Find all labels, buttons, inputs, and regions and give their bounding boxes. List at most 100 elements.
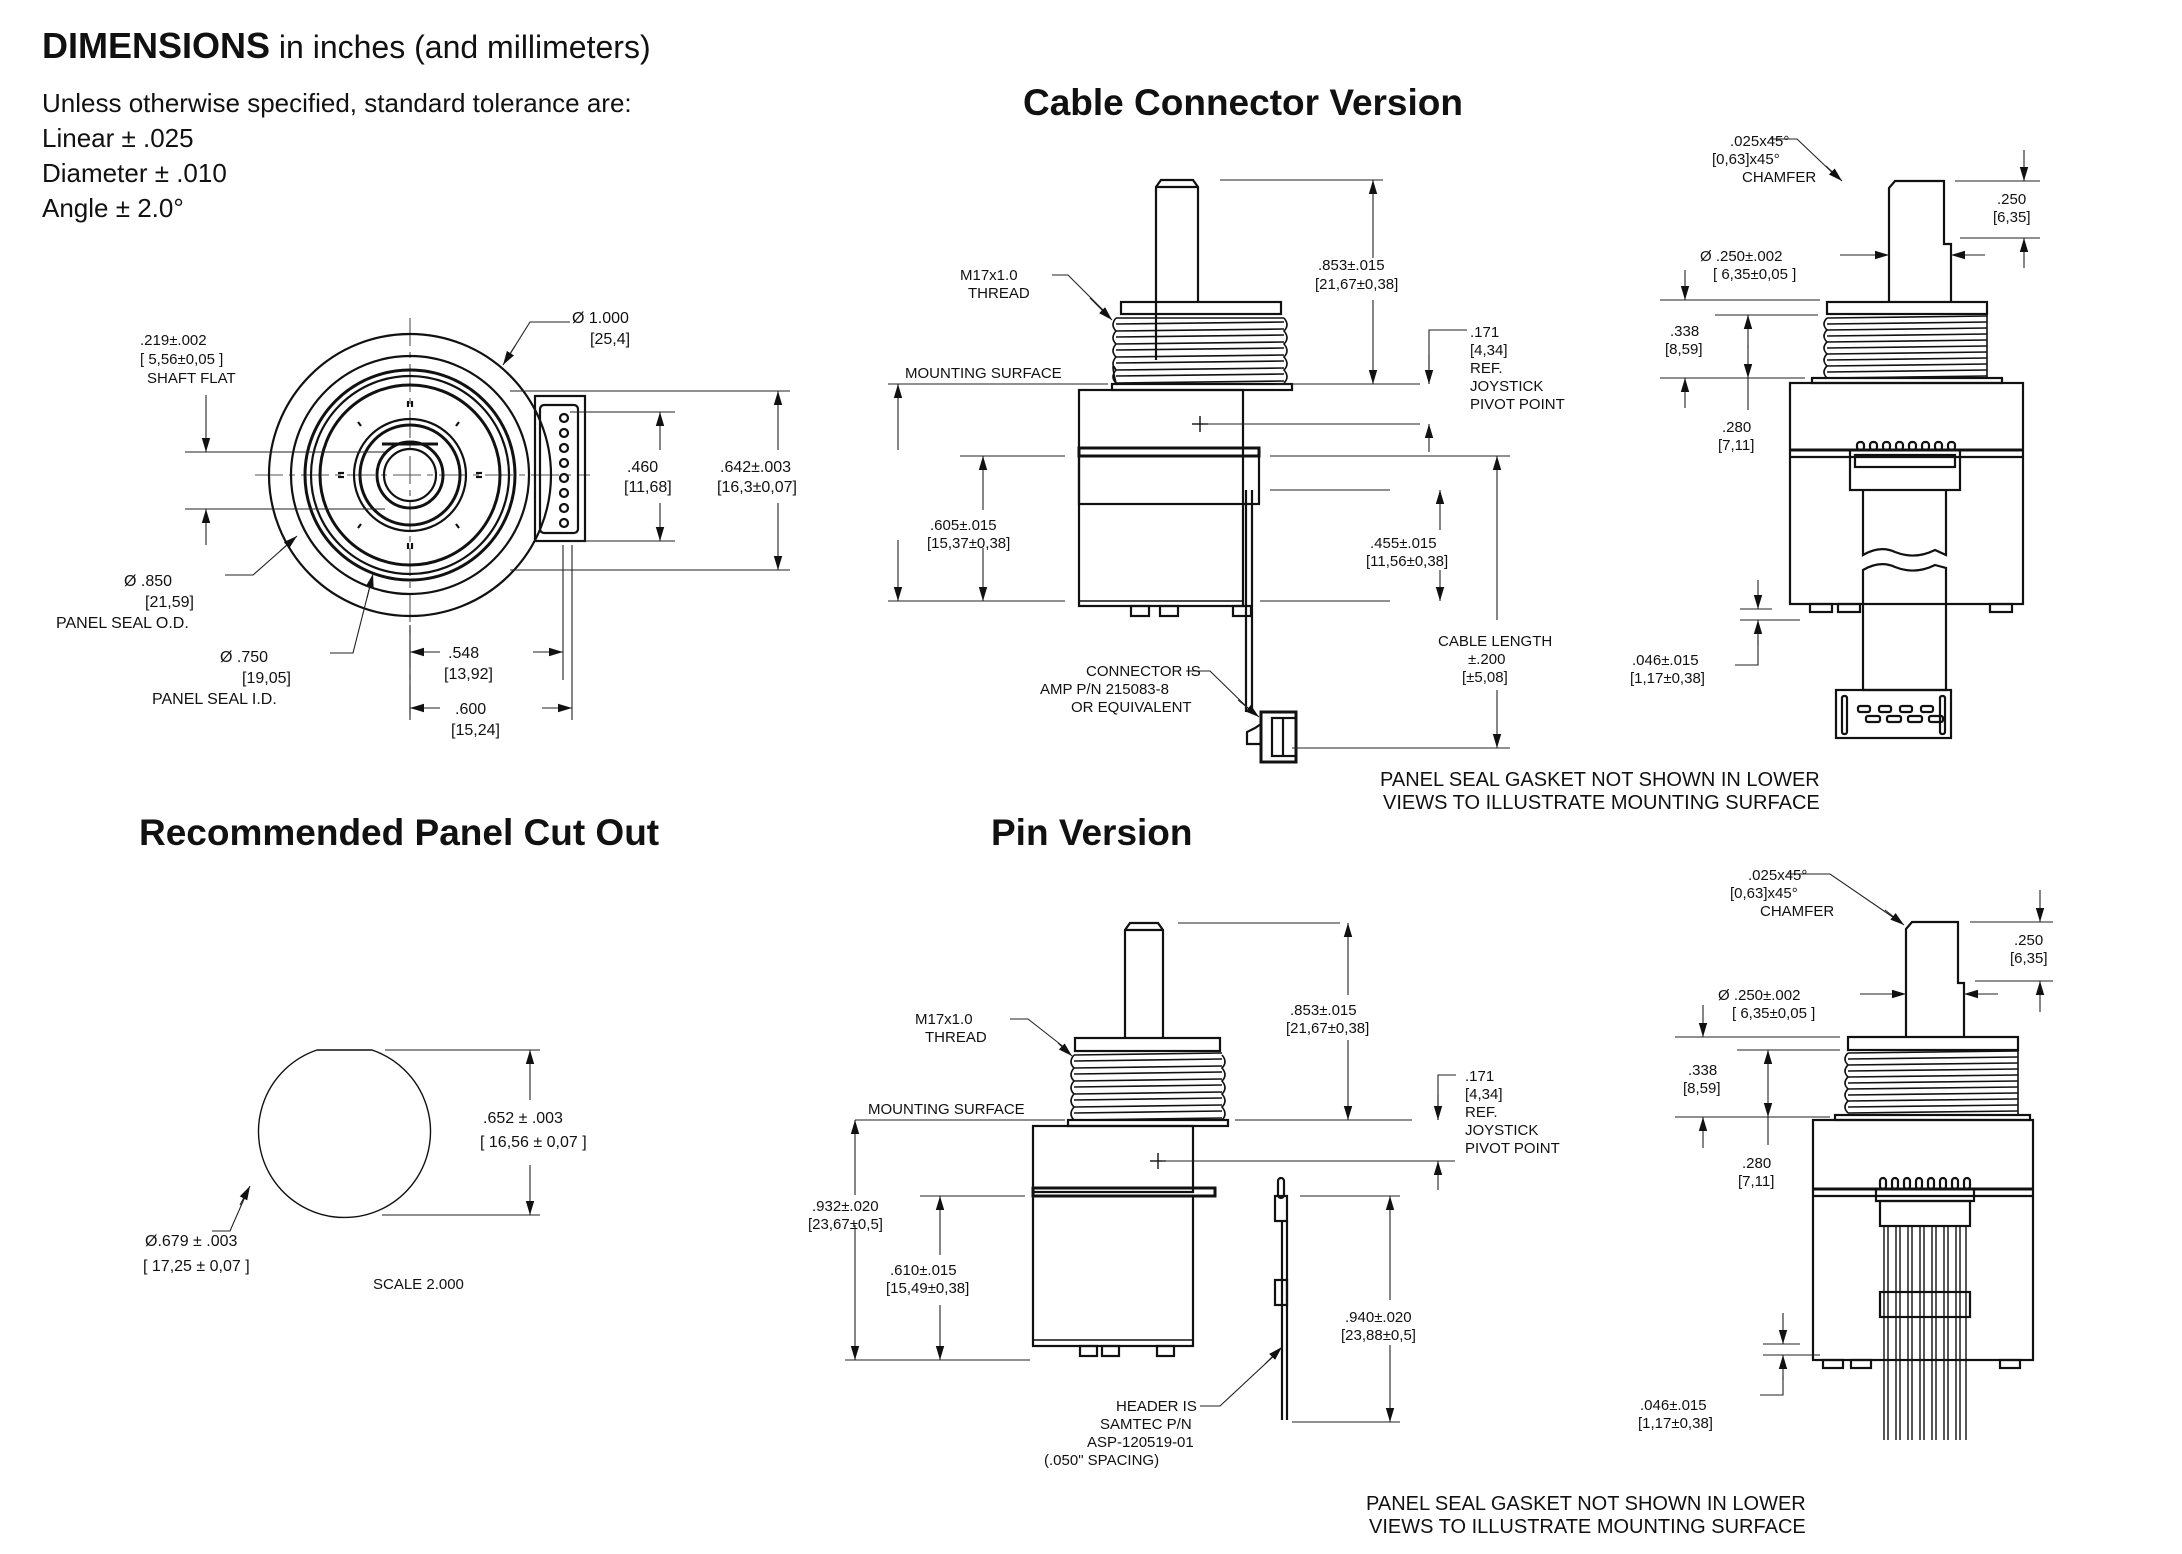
pin-foot-dim: .046±.015 xyxy=(1640,1397,1707,1414)
ribbon-connector xyxy=(1834,688,1953,740)
body-lower xyxy=(1077,454,1245,608)
pin-shaft-dia-dim: Ø .250±.002 xyxy=(1718,987,1800,1004)
collar-dim: .280 xyxy=(1722,419,1751,436)
leader-line xyxy=(1735,640,1759,666)
pin-dim-932: .932±.020 xyxy=(812,1198,879,1215)
side-cable-clamp-inner xyxy=(1853,453,1957,469)
pin-side-pins xyxy=(1883,1226,1967,1440)
body-upper xyxy=(1077,388,1245,458)
pin-collar-dim: .280 xyxy=(1742,1155,1771,1172)
dim-460-mm: [11,68] xyxy=(624,479,672,496)
pin-pivot-label-1: JOYSTICK xyxy=(1465,1122,1538,1139)
dim-600-mm: [15,24] xyxy=(451,722,500,739)
header-label-4: (.050" SPACING) xyxy=(1044,1452,1159,1469)
cable-length-label: CABLE LENGTH xyxy=(1438,633,1552,650)
connector-latch xyxy=(1245,723,1262,746)
leader-line xyxy=(225,537,296,576)
pin-side-header-body xyxy=(1878,1199,1972,1228)
body-ring xyxy=(309,374,511,576)
boot-ring xyxy=(352,417,468,533)
leader-arrow xyxy=(1237,699,1260,718)
panel-seal-id-label: PANEL SEAL I.D. xyxy=(152,691,277,708)
header-pin-top xyxy=(1276,1176,1286,1200)
leader-arrow xyxy=(1884,909,1905,926)
connector-label-1: CONNECTOR IS xyxy=(1086,663,1201,680)
connector-pins xyxy=(558,412,570,529)
ext-line xyxy=(1437,1074,1456,1120)
side-cable-clamp xyxy=(1848,448,1962,492)
pin-thread-length-dim-mm: [8,59] xyxy=(1683,1080,1721,1097)
connector-housing xyxy=(533,394,587,543)
cutout-dia-dim-mm: [ 17,25 ± 0,07 ] xyxy=(143,1258,250,1275)
title: DIMENSIONS in inches (and millimeters) xyxy=(42,25,651,66)
dim-600: .600 xyxy=(455,701,486,718)
pin-thread-label: THREAD xyxy=(925,1029,987,1046)
leader-arrow xyxy=(502,345,516,366)
panel-seal-od-circle xyxy=(289,354,531,596)
pivot-ref: REF. xyxy=(1470,360,1503,377)
dim-460: .460 xyxy=(627,459,658,476)
pin-pivot-dim-mm: [4,34] xyxy=(1465,1086,1503,1103)
thread-collar xyxy=(1119,300,1283,316)
tolerance-diameter: Diameter ± .010 xyxy=(42,158,227,188)
collar-dim-mm: [7,11] xyxy=(1718,437,1754,454)
connector-inner xyxy=(538,403,580,535)
pin-side-body xyxy=(1811,1118,2035,1362)
leader-line xyxy=(1788,873,1901,923)
pivot-dim: .171 xyxy=(1470,324,1499,341)
pin-pivot-dim: .171 xyxy=(1465,1068,1494,1085)
thread-length-dim-mm: [8,59] xyxy=(1665,341,1703,358)
leader-line xyxy=(1186,670,1253,713)
cutout-d-shape xyxy=(257,1049,432,1219)
shaft-flat-label: SHAFT FLAT xyxy=(147,370,236,387)
pin-dim-932-mm: [23,67±0,5] xyxy=(808,1216,883,1233)
shaft-dia-dim-mm: [ 6,35±0,05 ] xyxy=(1713,266,1796,283)
cable-version-title: Cable Connector Version xyxy=(1023,82,1463,123)
pin-foot-dim-mm: [1,17±0,38] xyxy=(1638,1415,1713,1432)
side-thread xyxy=(1823,314,1988,379)
leader-arrow xyxy=(1089,297,1113,321)
leader-arrow xyxy=(1057,1042,1073,1057)
ext-line xyxy=(1428,329,1467,384)
chamfer-dim-mm: [0,63]x45° xyxy=(1712,151,1780,168)
tolerance-intro: Unless otherwise specified, standard tol… xyxy=(42,88,632,118)
leader-line xyxy=(1052,274,1106,313)
header-block: DIMENSIONS in inches (and millimeters) U… xyxy=(42,25,651,223)
pivot-dim-mm: [4,34] xyxy=(1470,342,1508,359)
pin-side-shaft xyxy=(1904,920,1966,1037)
shaft xyxy=(1154,178,1200,360)
cutout-height-dim: .652 ± .003 xyxy=(483,1110,563,1127)
leader-line xyxy=(504,321,570,363)
leader-arrow xyxy=(279,535,298,552)
feet xyxy=(1129,604,1253,618)
dia-1000: Ø 1.000 xyxy=(572,310,629,327)
panel-seal-id-dim: Ø .750 xyxy=(220,649,268,666)
chamfer-label: CHAMFER xyxy=(1742,169,1816,186)
pin-dim-940: .940±.020 xyxy=(1345,1309,1412,1326)
pin-gasket-note-1: PANEL SEAL GASKET NOT SHOWN IN LOWER xyxy=(1366,1493,1806,1515)
tolerance-angle: Angle ± 2.0° xyxy=(42,193,184,223)
cutout-title: Recommended Panel Cut Out xyxy=(139,812,659,853)
pivot-label-1: JOYSTICK xyxy=(1470,378,1543,395)
pin-chamfer-label: CHAMFER xyxy=(1760,903,1834,920)
panel-seal-id-circle xyxy=(303,368,517,582)
flat-length-dim: .250 xyxy=(1997,191,2026,208)
shaft-dia-dim: Ø .250±.002 xyxy=(1700,248,1782,265)
pin-dim-853: .853±.015 xyxy=(1290,1002,1357,1019)
header-label-2: SAMTEC P/N xyxy=(1100,1416,1192,1433)
connector-label-2: AMP P/N 215083-8 xyxy=(1040,681,1169,698)
panel-cutout-view: Recommended Panel Cut Out .652 ± .003 [ … xyxy=(139,812,659,1293)
pin-thread xyxy=(1070,1052,1226,1121)
dim-642: .642±.003 xyxy=(720,459,791,476)
foot-dim: .046±.015 xyxy=(1632,652,1699,669)
front-view: .219±.002 [ 5,56±0,05 ] SHAFT FLAT Ø 1.0… xyxy=(56,310,797,739)
header-label-3: ASP-120519-01 xyxy=(1087,1434,1194,1451)
panel-seal-od-label: PANEL SEAL O.D. xyxy=(56,615,189,632)
dim-455-mm: [11,56±0,38] xyxy=(1366,553,1448,570)
pin-side-view: .025x45° [0,63]x45° CHAMFER .250 [6,35] … xyxy=(1366,867,2053,1538)
leader-line xyxy=(1200,1351,1279,1407)
pin-dim-610-mm: [15,49±0,38] xyxy=(886,1280,969,1297)
thread-ring xyxy=(318,383,502,567)
pin-dim-853-mm: [21,67±0,38] xyxy=(1286,1020,1369,1037)
pin-thread-collar xyxy=(1073,1036,1222,1053)
